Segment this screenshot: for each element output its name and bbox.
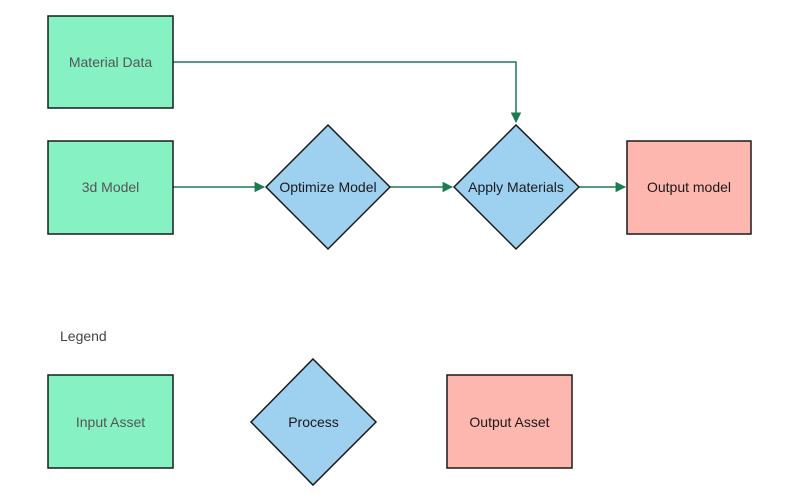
node-apply-materials[interactable]: Apply Materials: [452, 123, 581, 251]
legend-process-label: Process: [288, 414, 339, 430]
connectors: [173, 61, 627, 193]
node-3d-model-label: 3d Model: [82, 179, 140, 195]
node-optimize-model[interactable]: Optimize Model: [264, 123, 392, 251]
node-material-data[interactable]: Material Data: [47, 15, 174, 109]
legend-output-asset-label: Output Asset: [469, 414, 549, 430]
legend-input-asset-label: Input Asset: [76, 414, 145, 430]
node-apply-materials-label: Apply Materials: [468, 179, 564, 195]
node-optimize-model-label: Optimize Model: [279, 179, 376, 195]
legend-process: Process: [249, 357, 378, 487]
node-material-data-label: Material Data: [69, 54, 152, 70]
node-output-model-label: Output model: [647, 179, 731, 195]
edge-material-data-to-apply-materials: [173, 61, 522, 124]
legend-title: Legend: [60, 328, 107, 344]
node-3d-model[interactable]: 3d Model: [47, 140, 174, 235]
legend-output-asset: Output Asset: [446, 374, 573, 469]
node-output-model[interactable]: Output model: [626, 140, 752, 235]
legend-input-asset: Input Asset: [47, 374, 174, 469]
legend: Legend Input Asset Process Output Asset: [47, 328, 573, 487]
